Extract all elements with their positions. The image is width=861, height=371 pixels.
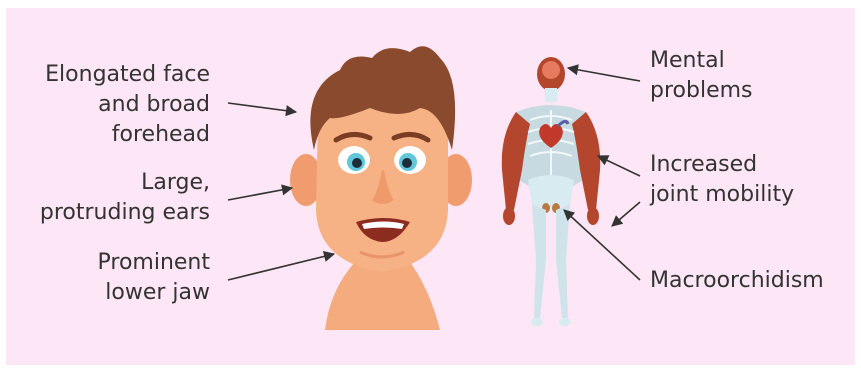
label-line: problems	[650, 76, 753, 106]
arrow-joint-hand	[612, 202, 640, 226]
label-line: Elongated face	[45, 60, 210, 90]
left-leg	[532, 204, 546, 318]
arrow-joint-arm	[598, 156, 640, 176]
label-line: forehead	[45, 120, 210, 150]
arrow-ears	[228, 188, 292, 200]
label-line: Macroorchidism	[650, 266, 824, 296]
right-leg	[556, 204, 570, 318]
label-ears: Large, protruding ears	[40, 168, 210, 228]
label-line: Large,	[40, 168, 210, 198]
neck	[325, 262, 440, 330]
arrow-mental	[568, 68, 640, 81]
label-line: joint mobility	[650, 180, 794, 210]
label-line: protruding ears	[40, 198, 210, 228]
label-macroorchidism: Macroorchidism	[650, 266, 824, 296]
anatomy-figure-illustration	[502, 57, 600, 326]
label-elongated-face: Elongated face and broad forehead	[45, 60, 210, 150]
label-line: and broad	[45, 90, 210, 120]
arrow-elongated-face	[228, 103, 296, 112]
arrow-jaw	[228, 254, 334, 280]
label-lower-jaw: Prominent lower jaw	[98, 248, 211, 308]
cartoon-face-illustration	[290, 46, 472, 330]
label-line: Mental	[650, 46, 753, 76]
pelvis	[528, 175, 574, 208]
label-line: Increased	[650, 150, 794, 180]
label-line: lower jaw	[98, 278, 211, 308]
label-line: Prominent	[98, 248, 211, 278]
label-mental-problems: Mental problems	[650, 46, 753, 106]
arrow-macro	[564, 210, 640, 280]
label-joint-mobility: Increased joint mobility	[650, 150, 794, 210]
